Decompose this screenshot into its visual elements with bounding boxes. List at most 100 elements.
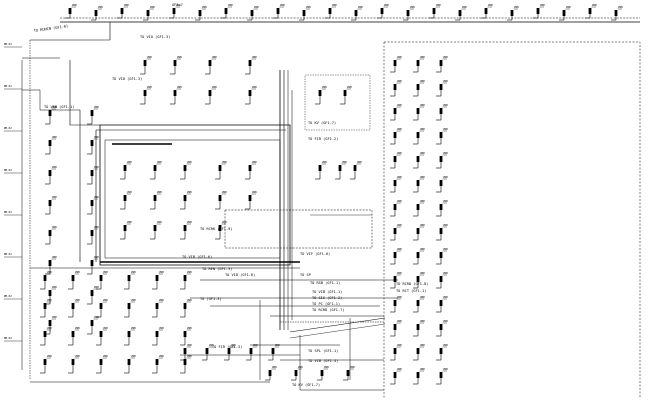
- fixture-symbol: ZWB: [224, 343, 236, 361]
- fixture-group: ZWB ZWB ZWB ZWB ZWB ZWB ZWB ZWB ZWB ZWB ZWB ZWB ZWB Z…: [40, 3, 623, 385]
- fixture-tag: ZWB: [150, 5, 155, 9]
- fixture-tag: ZWB: [443, 247, 448, 251]
- fixture-tag: ZWB: [202, 5, 207, 9]
- fixture-tag: ZWB: [462, 5, 467, 9]
- label-to-rcrd2: TO RCRD (GF1-8): [396, 282, 428, 286]
- fixture-tag: ZWB: [157, 190, 162, 194]
- fixture-symbol: ZWB: [390, 247, 402, 265]
- fixture-tag: ZWB: [397, 223, 402, 227]
- fixture-symbol: ZWB: [120, 220, 132, 240]
- fixture-symbol: ZWB: [96, 326, 108, 346]
- fixture-symbol: ZWB: [120, 160, 132, 180]
- fixture-tag: ZWB: [176, 3, 181, 7]
- fixture-tag: ZWB: [103, 354, 108, 358]
- fixture-tag: ZWB: [443, 127, 448, 131]
- fixture-symbol: ZWB: [143, 5, 155, 21]
- fixture-symbol: ZWB: [436, 199, 448, 217]
- fixture-symbol: ZWB: [65, 3, 77, 19]
- fixture-tag: ZWB: [397, 175, 402, 179]
- fixture-tag: ZWB: [397, 103, 402, 107]
- fixture-symbol: ZWB: [140, 85, 152, 105]
- fixture-symbol: ZWB: [87, 165, 99, 185]
- fixture-symbol: ZWB: [436, 295, 448, 313]
- fixture-symbol: ZWB: [585, 3, 597, 19]
- fixture-symbol: ZWB: [436, 127, 448, 145]
- fixture-symbol: ZWB: [390, 175, 402, 193]
- fixture-symbol: ZWB: [152, 298, 164, 318]
- fixture-symbol: ZWB: [390, 271, 402, 289]
- fixture-symbol: ZWB: [152, 354, 164, 374]
- fixture-symbol: ZWB: [325, 3, 337, 19]
- fixture-symbol: ZWB: [45, 135, 57, 155]
- fixture-symbol: ZWB: [40, 326, 52, 346]
- fixture-symbol: ZWB: [96, 270, 108, 290]
- fixture-symbol: ZWB: [429, 3, 441, 19]
- fixture-tag: ZWB: [443, 343, 448, 347]
- fixture-tag: ZWB: [159, 326, 164, 330]
- fixture-tag: ZWB: [592, 3, 597, 7]
- fixture-tag: ZWB: [420, 55, 425, 59]
- fixture-symbol: ZWB: [436, 79, 448, 97]
- fixture-symbol: ZWB: [351, 5, 363, 21]
- fixture-tag: ZWB: [443, 295, 448, 299]
- fixture-symbol: ZWB: [87, 135, 99, 155]
- fixture-tag: ZWB: [618, 5, 623, 9]
- fixture-tag: ZWB: [231, 343, 236, 347]
- fixture-tag: ZWB: [443, 367, 448, 371]
- fixture-tag: ZWB: [94, 105, 99, 109]
- label-to-vid: TO VID (GF1-3): [112, 77, 142, 81]
- fixture-tag: ZWB: [94, 135, 99, 139]
- label-to-gf1: TO (GF1-3): [200, 297, 222, 301]
- fixture-symbol: ZWB: [170, 85, 182, 105]
- fixture-symbol: ZWB: [215, 160, 227, 180]
- fixture-tag: ZWB: [514, 5, 519, 9]
- fixture-tag: ZWB: [420, 247, 425, 251]
- fixture-symbol: ZWB: [124, 270, 136, 290]
- label-to-sp: TO SP: [300, 273, 311, 277]
- fixture-tag: ZWB: [443, 175, 448, 179]
- fixture-symbol: ZWB: [180, 354, 192, 374]
- left-equipment-tag: RM-02: [4, 294, 12, 298]
- fixture-symbol: ZWB: [45, 315, 57, 335]
- fixture-tag: ZWB: [275, 343, 280, 347]
- fixture-tag: ZWB: [52, 285, 57, 289]
- fixture-tag: ZWB: [47, 326, 52, 330]
- fixture-tag: ZWB: [187, 343, 192, 347]
- fixture-tag: ZWB: [566, 5, 571, 9]
- label-to-vib: TO VIB (GF1-1): [44, 105, 74, 109]
- fixture-symbol: ZWB: [87, 195, 99, 215]
- fixture-symbol: ZWB: [273, 3, 285, 19]
- fixture-symbol: ZWB: [265, 365, 277, 381]
- fixture-symbol: ZWB: [413, 175, 425, 193]
- fixture-tag: ZWB: [75, 270, 80, 274]
- fixture-tag: ZWB: [131, 326, 136, 330]
- fixture-symbol: ZWB: [455, 5, 467, 21]
- left-equipment-tag: RM-02: [4, 252, 12, 256]
- fixture-symbol: ZWB: [390, 223, 402, 241]
- left-equipment-tag: RM-02: [4, 336, 12, 340]
- label-to-ruhcn: TO RUHCN (GF1-6): [34, 24, 69, 33]
- fixture-tag: ZWB: [420, 271, 425, 275]
- fixture-symbol: ZWB: [170, 55, 182, 75]
- fixture-tag: ZWB: [252, 160, 257, 164]
- fixture-tag: ZWB: [397, 343, 402, 347]
- fixture-tag: ZWB: [252, 85, 257, 89]
- fixture-symbol: ZWB: [180, 298, 192, 318]
- fixture-tag: ZWB: [187, 270, 192, 274]
- fixture-symbol: ZWB: [436, 247, 448, 265]
- label-to-spl: TO SPL (GF1-1): [308, 349, 338, 353]
- fixture-symbol: ZWB: [152, 326, 164, 346]
- fixture-tag: ZWB: [443, 79, 448, 83]
- fixture-symbol: ZWB: [413, 151, 425, 169]
- fixture-tag: ZWB: [420, 199, 425, 203]
- fixture-symbol: ZWB: [40, 298, 52, 318]
- fixture-symbol: ZWB: [91, 5, 103, 21]
- fixture-symbol: ZWB: [390, 367, 402, 385]
- fixture-symbol: ZWB: [299, 5, 311, 21]
- fixture-symbol: ZWB: [45, 225, 57, 245]
- fixture-symbol: ZWB: [124, 298, 136, 318]
- fixture-tag: ZWB: [306, 5, 311, 9]
- fixture-tag: ZWB: [127, 160, 132, 164]
- fixture-tag: ZWB: [420, 223, 425, 227]
